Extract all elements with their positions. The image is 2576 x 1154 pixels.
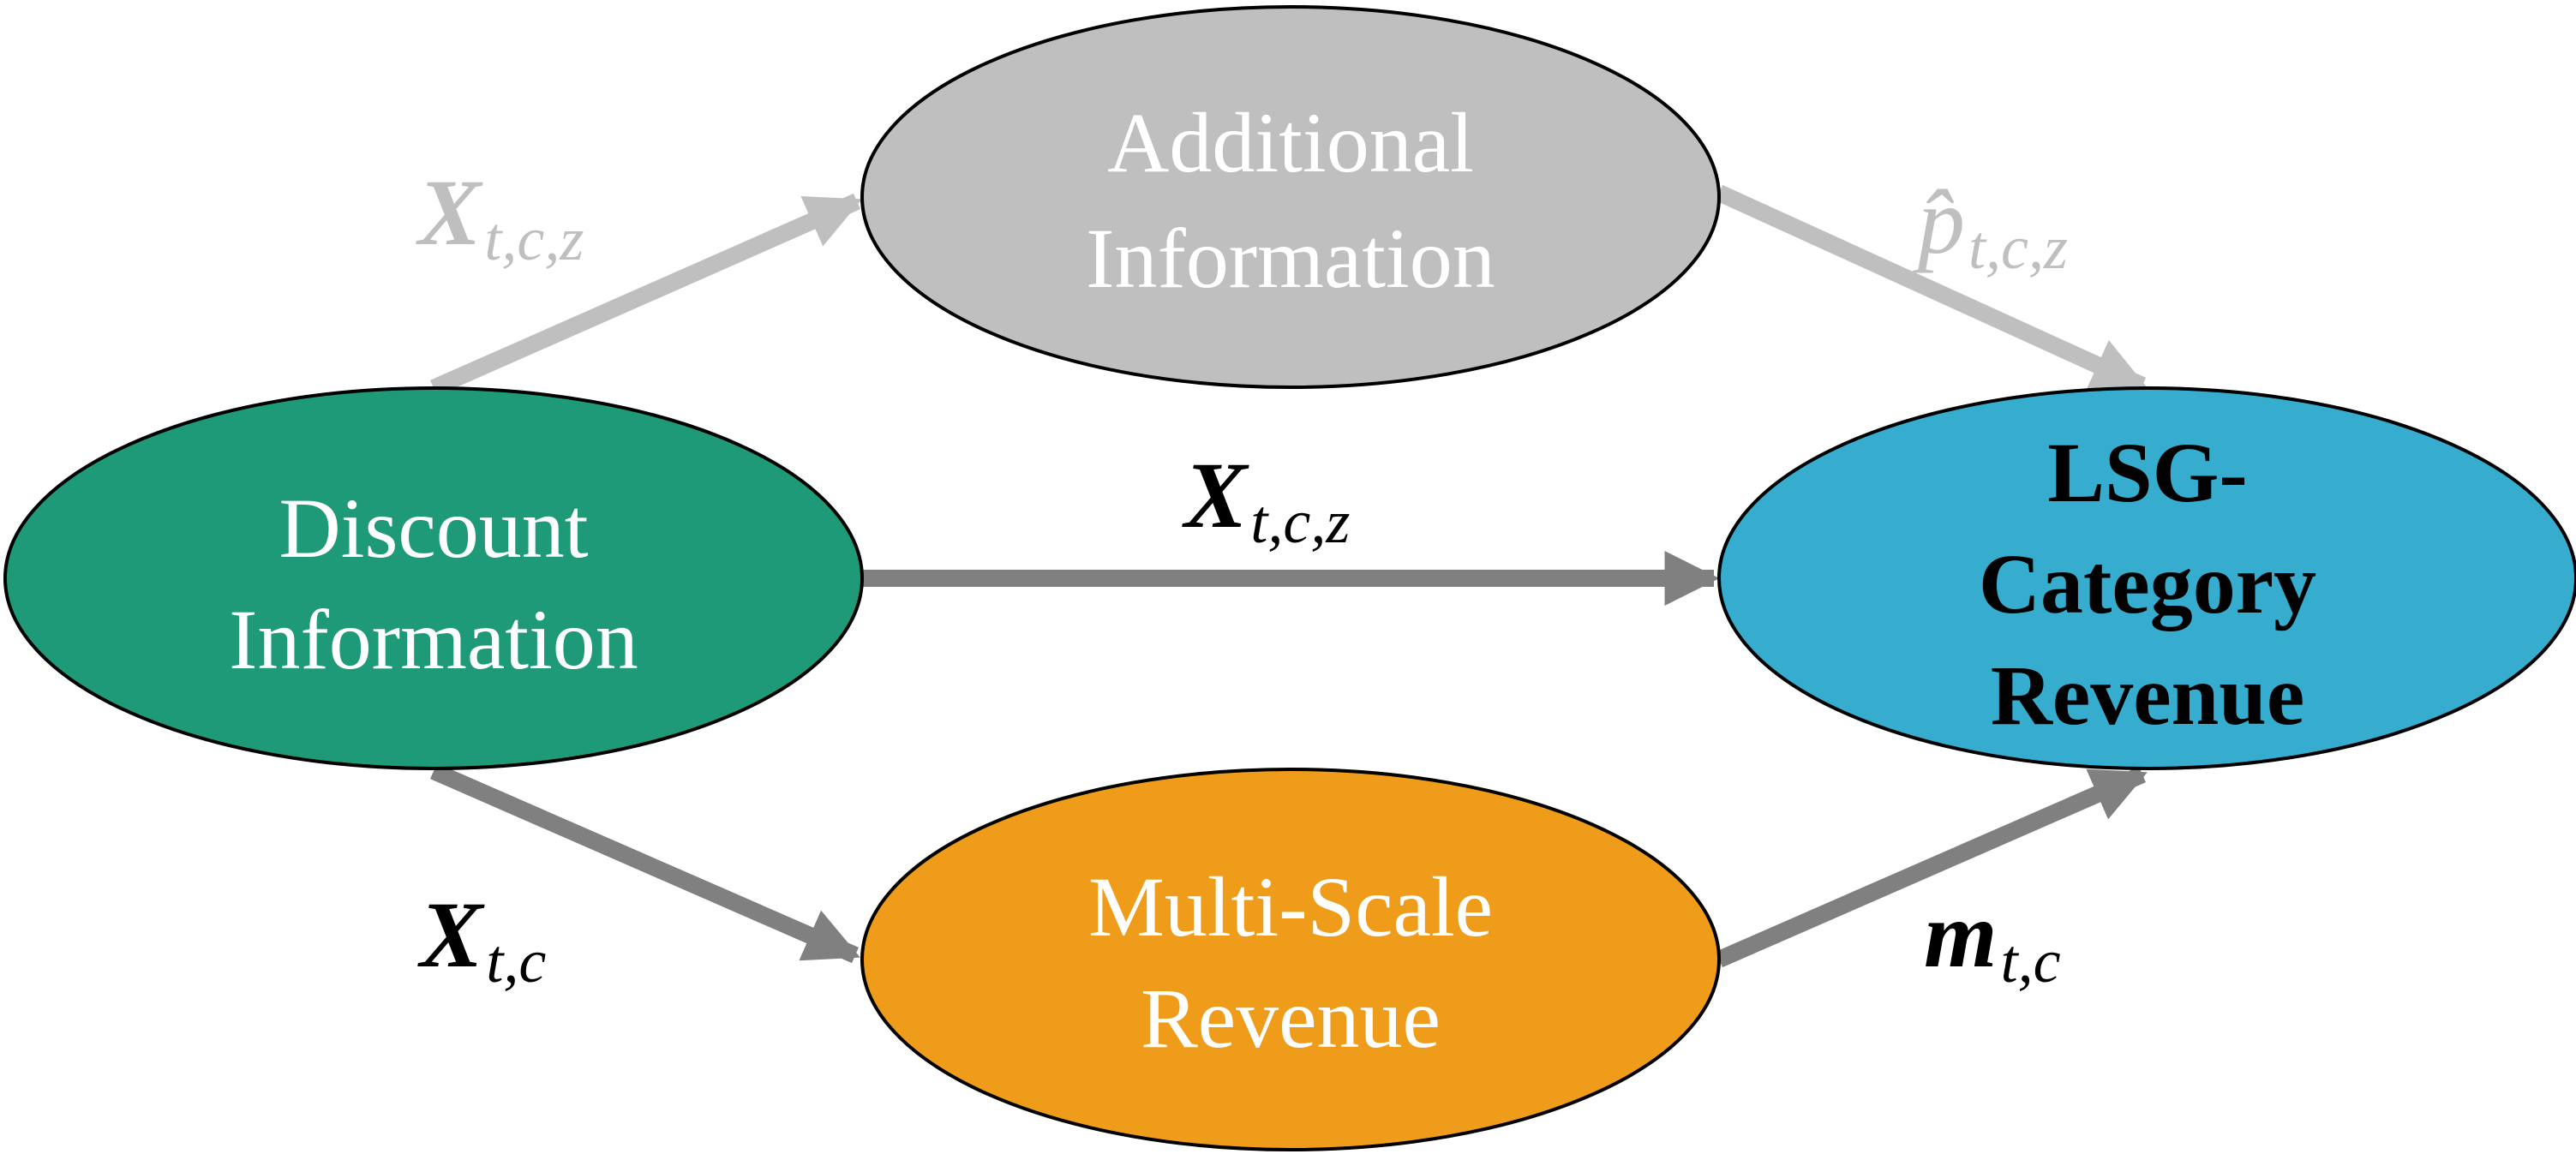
edge-subscript-tcz-light: t,c,z (484, 205, 584, 273)
edge-label-additional-to-lsg: p̂t,c,z (1912, 169, 2068, 282)
label-lsg-line1: LSG- (2047, 425, 2247, 520)
arrow-discount-to-additional (429, 193, 862, 397)
label-discount-line2: Information (229, 592, 638, 687)
edge-label-multiscale-to-lsg: mt,c (1924, 882, 2061, 996)
node-additional-information: Additional Information (860, 5, 1721, 389)
node-discount-information: Discount Information (3, 386, 864, 770)
ellipse-lsg (1717, 386, 2576, 770)
label-additional-line2: Information (1086, 211, 1495, 306)
label-additional-line1: Additional (1107, 95, 1474, 190)
label-multiscale-line1: Multi-Scale (1088, 859, 1493, 954)
edge-symbol-p-hat: p̂ (1912, 169, 1965, 273)
edge-subscript-p-tcz: t,c,z (1968, 213, 2068, 282)
ellipse-additional (860, 5, 1721, 389)
ellipse-multiscale (860, 768, 1721, 1151)
label-lsg-line3: Revenue (1991, 648, 2305, 743)
edge-symbol-m: m (1924, 882, 1998, 987)
arrow-additional-to-lsg (1715, 184, 2148, 394)
node-lsg-category-revenue: LSG- Category Revenue (1717, 386, 2576, 770)
label-discount-line1: Discount (279, 481, 588, 576)
arrow-discount-to-multiscale (429, 762, 860, 964)
edge-label-discount-to-lsg: Xt,c,z (1182, 443, 1350, 556)
edge-subscript-tc: t,c (486, 927, 546, 996)
edge-subscript-m-tc: t,c (2001, 927, 2061, 996)
node-multi-scale-revenue: Multi-Scale Revenue (860, 768, 1721, 1151)
edge-label-discount-to-additional: Xt,c,z (416, 160, 584, 273)
edge-subscript-tcz-direct: t,c,z (1250, 487, 1350, 556)
edge-symbol-x-tc: X (417, 882, 485, 987)
arrow-multiscale-to-lsg (1715, 766, 2148, 968)
ellipse-discount (3, 386, 864, 770)
edge-label-discount-to-multiscale: Xt,c (417, 882, 546, 996)
label-multiscale-line2: Revenue (1141, 971, 1441, 1066)
edge-symbol-x-light: X (416, 160, 483, 265)
label-lsg-line2: Category (1979, 536, 2316, 631)
edge-symbol-x-direct: X (1182, 443, 1249, 547)
